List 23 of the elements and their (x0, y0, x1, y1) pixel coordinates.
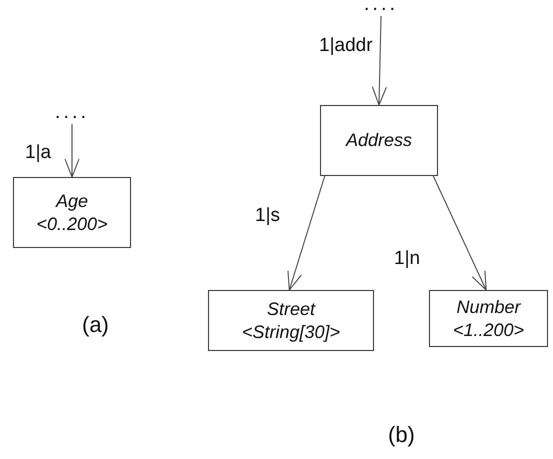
type-box (429, 290, 548, 347)
arrow (64, 124, 80, 178)
type-box (320, 105, 438, 176)
ellipsis-text: .... (361, 0, 401, 16)
edge-label: 1|n (393, 248, 422, 270)
type-box (13, 177, 131, 248)
edge-label: 1|addr (318, 35, 374, 57)
edge-label: 1|s (254, 205, 282, 227)
subfigure-label: (a) (82, 312, 109, 338)
arrow (372, 16, 387, 106)
type-name: Street (266, 298, 316, 320)
type-name: Address (346, 129, 412, 152)
arrow (432, 176, 487, 290)
ellipsis-text: .... (52, 100, 92, 124)
type-range: <1..200> (452, 318, 524, 341)
arrow (288, 176, 326, 290)
type-range: <0..200> (36, 212, 108, 235)
subfigure-label: (b) (388, 422, 415, 448)
type-name: Number (456, 296, 521, 318)
type-box (208, 290, 374, 351)
type-range: <String[30]> (242, 320, 340, 343)
edge-label: 1|a (24, 142, 52, 164)
type-name: Age (56, 190, 88, 212)
